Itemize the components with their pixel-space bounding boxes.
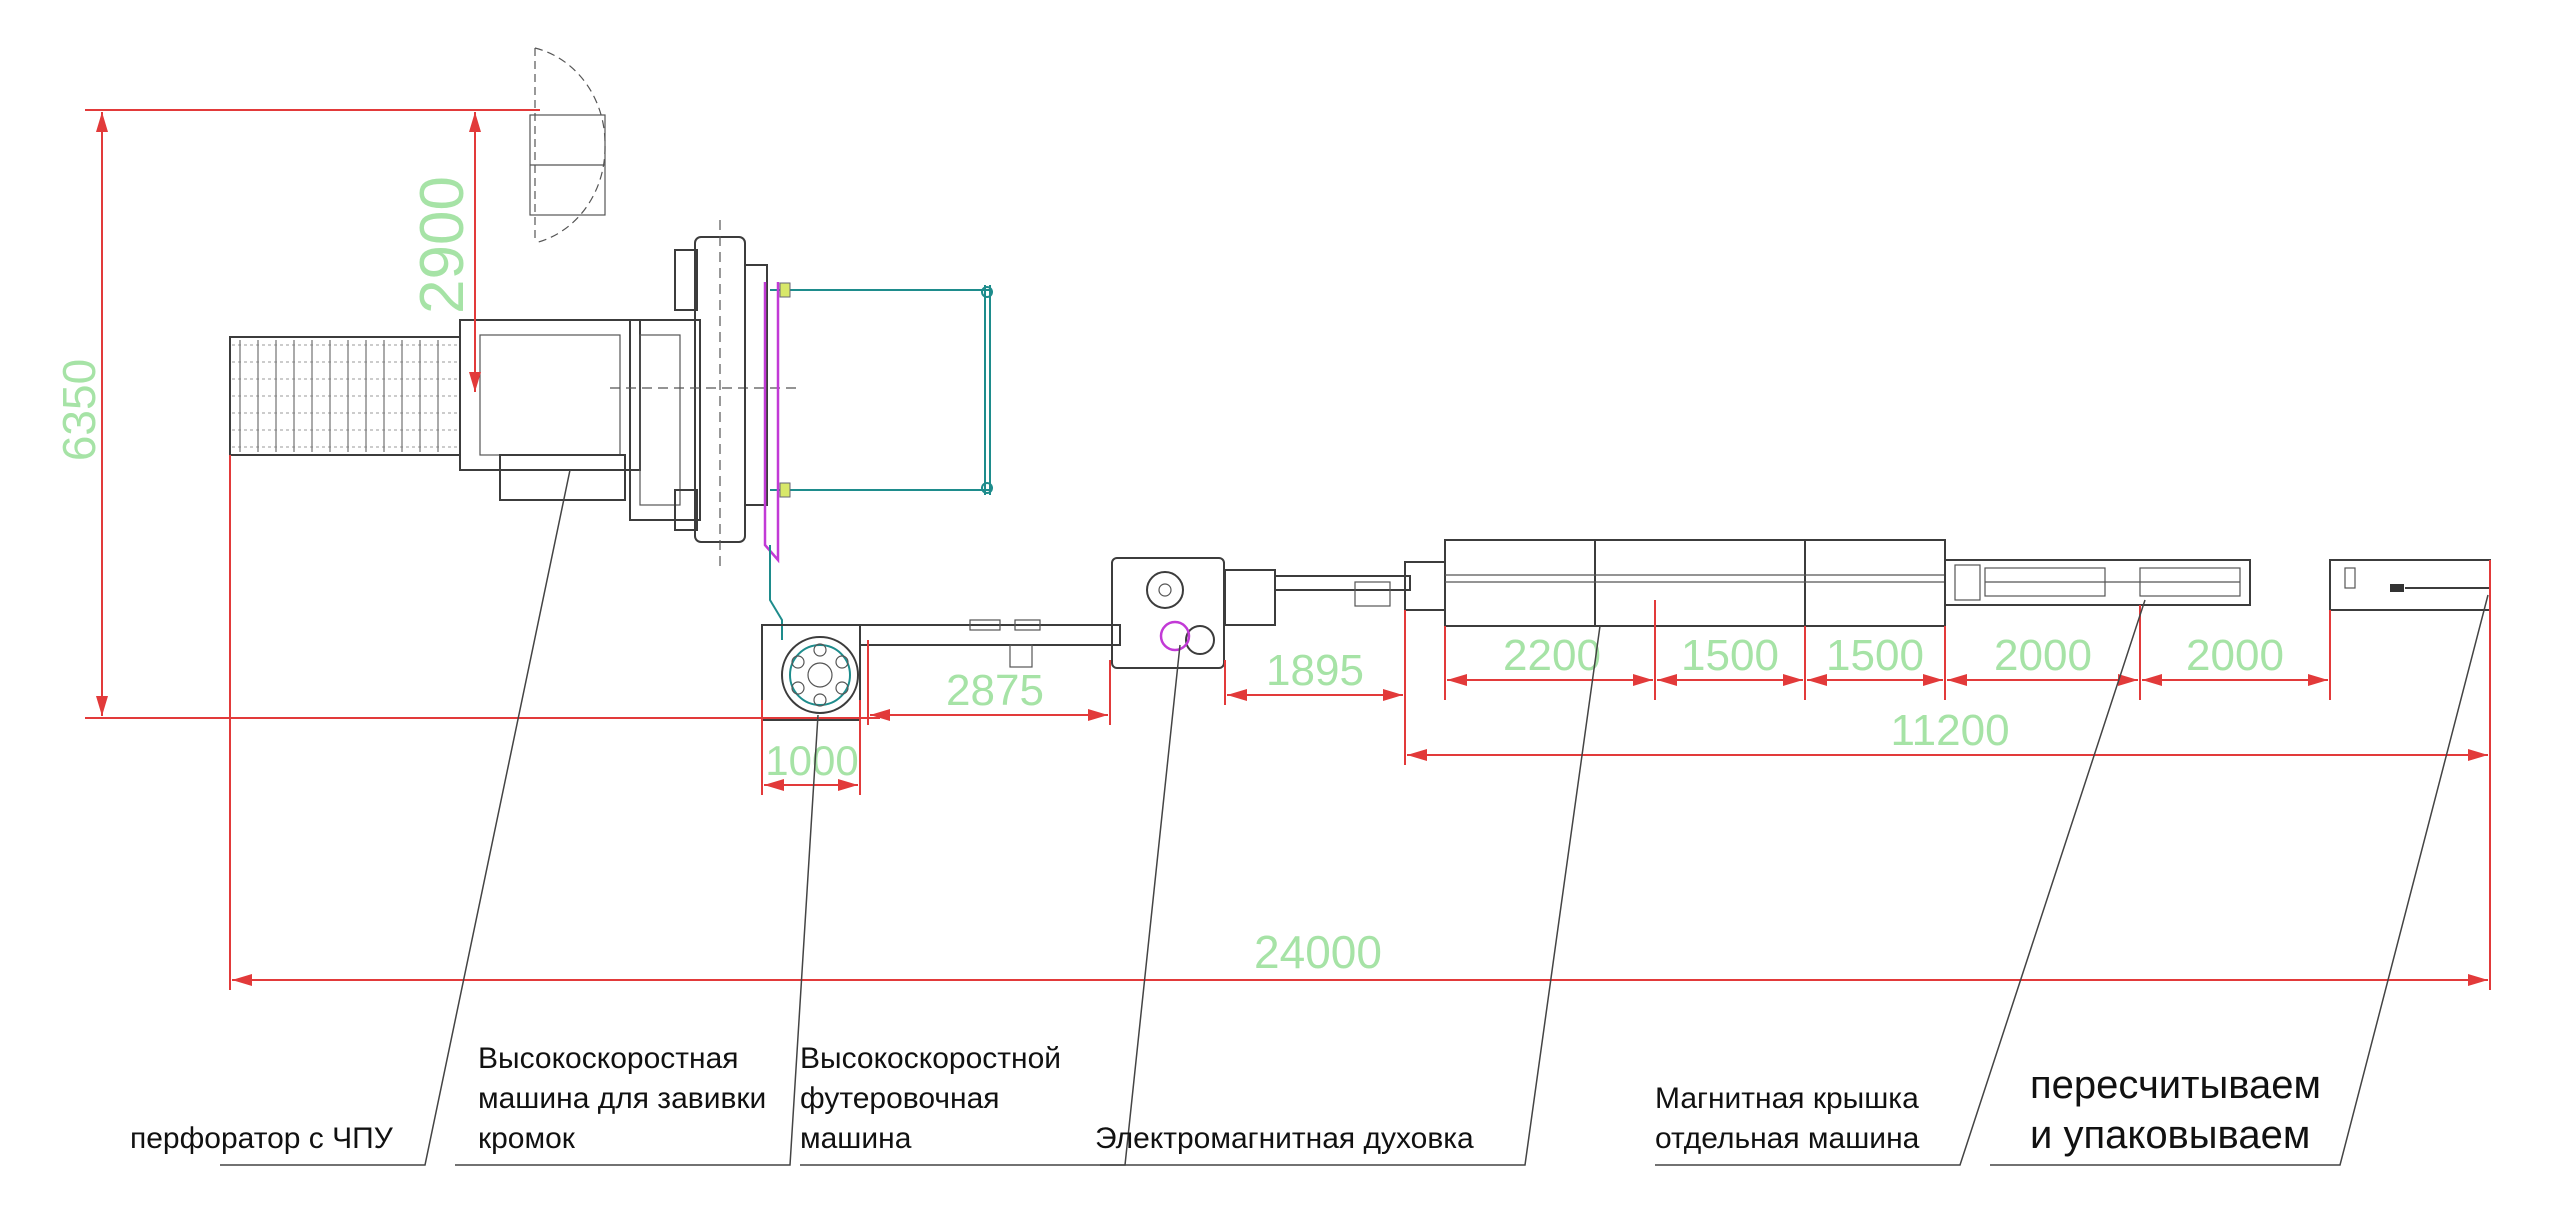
cnc-punch-machine (229, 47, 993, 640)
label-curling-line2: машина для завивки (478, 1082, 766, 1115)
dim-1895: 1895 (1266, 646, 1364, 695)
dim-2000-second: 2000 (2186, 631, 2284, 680)
curling-machine (761, 619, 1121, 721)
dim-11200: 11200 (1890, 706, 2009, 755)
label-lining-line3: машина (800, 1122, 912, 1155)
dimension-lines (85, 109, 2491, 990)
label-curling-line3: кромок (478, 1122, 576, 1155)
label-cnc-punch: перфоратор с ЧПУ (130, 1122, 394, 1155)
label-magnetic-line2: отдельная машина (1655, 1122, 1920, 1155)
label-magnetic-line1: Магнитная крышка (1655, 1082, 1919, 1115)
label-lining-line1: Высокоскоростной (800, 1042, 1061, 1075)
lining-machine (1111, 557, 1411, 669)
feeder-grid (232, 340, 458, 452)
dim-6350: 6350 (53, 359, 105, 461)
counting-packing-machine (2329, 559, 2491, 611)
dim-2000-first: 2000 (1994, 631, 2092, 680)
electromagnetic-oven (1404, 539, 1946, 627)
label-lining-line2: футеровочная (800, 1082, 1000, 1115)
dim-1500-second: 1500 (1826, 631, 1924, 680)
dim-2200: 2200 (1503, 631, 1601, 680)
label-counting-line2: и упаковываем (2030, 1113, 2310, 1157)
dim-1000: 1000 (765, 737, 858, 784)
magnetic-cover-machine (1944, 559, 2251, 606)
label-counting-line1: пересчитываем (2030, 1063, 2321, 1107)
dim-2900: 2900 (408, 176, 477, 314)
dim-1500-first: 1500 (1681, 631, 1779, 680)
label-curling-line1: Высокоскоростная (478, 1042, 739, 1075)
dim-24000: 24000 (1254, 926, 1382, 978)
leader-lines (220, 469, 2489, 1166)
label-oven: Электромагнитная духовка (1095, 1122, 1474, 1155)
dim-2875: 2875 (946, 666, 1044, 715)
